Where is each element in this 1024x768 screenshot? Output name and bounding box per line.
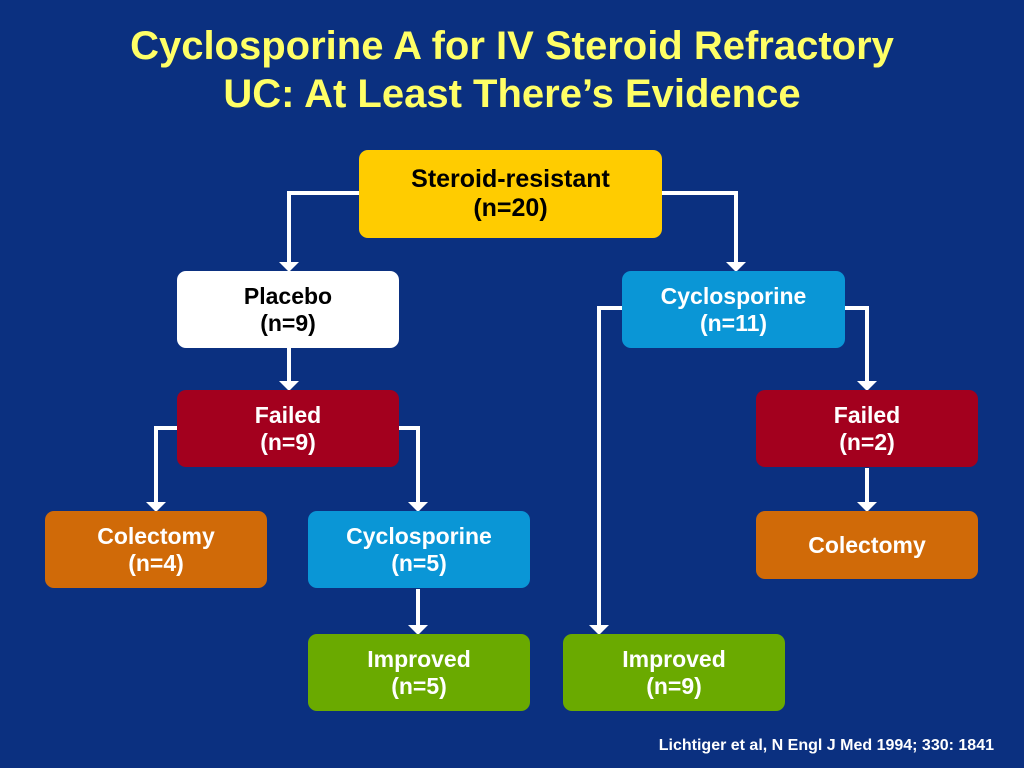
arrow-cyclosporine-to-improved xyxy=(597,306,622,627)
arrow-cyclosporine-to-failed xyxy=(845,306,869,383)
placebo-colectomy-label: Colectomy xyxy=(97,522,215,549)
steroid-resistant-count: (n=20) xyxy=(473,194,548,222)
cyclosporine-failed-label: Failed xyxy=(833,401,901,428)
cyclosporine-colectomy-box: Colectomy xyxy=(756,511,978,579)
title-line-2: UC: At Least There’s Evidence xyxy=(223,72,801,116)
arrow-failed-to-rescue-cyclosporine xyxy=(399,426,420,504)
steroid-resistant-label: Steroid-resistant xyxy=(411,165,610,193)
placebo-colectomy-count: (n=4) xyxy=(128,549,184,576)
cyclosporine-improved-label: Improved xyxy=(622,645,726,672)
rescue-cyclosporine-label: Cyclosporine xyxy=(346,522,492,549)
cyclosporine-arm-label: Cyclosporine xyxy=(660,282,807,309)
placebo-count: (n=9) xyxy=(260,309,316,336)
cyclosporine-arm-box: Cyclosporine (n=11) xyxy=(622,271,845,348)
placebo-colectomy-box: Colectomy (n=4) xyxy=(45,511,267,588)
title-line-1: Cyclosporine A for IV Steroid Refractory xyxy=(130,24,894,68)
arrow-root-to-placebo xyxy=(287,191,359,264)
cyclosporine-failed-box: Failed (n=2) xyxy=(756,390,978,467)
rescue-cyclosporine-count: (n=5) xyxy=(391,549,447,576)
cyclosporine-arm-count: (n=11) xyxy=(699,309,768,336)
placebo-box: Placebo (n=9) xyxy=(177,271,399,348)
rescue-improved-count: (n=5) xyxy=(391,672,447,699)
slide-title: Cyclosporine A for IV Steroid Refractory… xyxy=(0,22,1024,118)
citation: Lichtiger et al, N Engl J Med 1994; 330:… xyxy=(658,737,994,754)
placebo-failed-label: Failed xyxy=(254,401,322,428)
rescue-cyclosporine-box: Cyclosporine (n=5) xyxy=(308,511,530,588)
placebo-failed-count: (n=9) xyxy=(260,428,316,455)
rescue-improved-label: Improved xyxy=(367,645,471,672)
cyclosporine-failed-count: (n=2) xyxy=(839,428,895,455)
cyclosporine-colectomy-label: Colectomy xyxy=(808,531,926,558)
placebo-failed-box: Failed (n=9) xyxy=(177,390,399,467)
cyclosporine-improved-box: Improved (n=9) xyxy=(563,634,785,711)
placebo-label: Placebo xyxy=(243,282,333,309)
arrow-root-to-cyclosporine xyxy=(662,191,738,264)
rescue-improved-box: Improved (n=5) xyxy=(308,634,530,711)
cyclosporine-improved-count: (n=9) xyxy=(646,672,702,699)
steroid-resistant-box: Steroid-resistant (n=20) xyxy=(359,150,662,238)
arrow-failed-to-colectomy xyxy=(154,426,177,504)
